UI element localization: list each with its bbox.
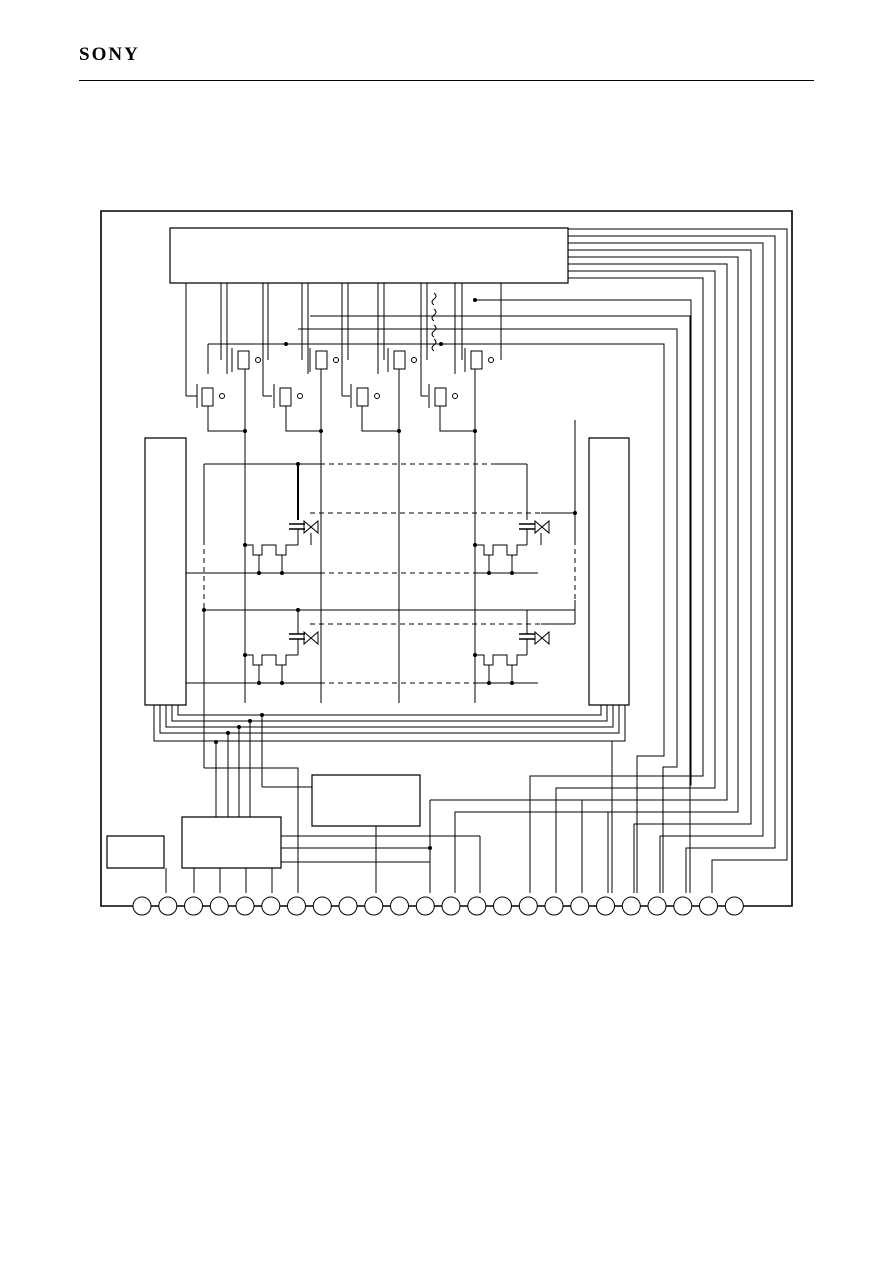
junction-dots bbox=[202, 298, 577, 850]
timing-generator-block bbox=[182, 817, 281, 868]
right-vertical-driver-block bbox=[589, 438, 629, 705]
pin-22 bbox=[674, 897, 692, 915]
pin-23 bbox=[700, 897, 718, 915]
pin-6 bbox=[262, 897, 280, 915]
pin-15 bbox=[494, 897, 512, 915]
pin-2 bbox=[159, 897, 177, 915]
pin-11 bbox=[391, 897, 409, 915]
pin-row bbox=[133, 897, 743, 915]
driver-bus-lines bbox=[154, 705, 625, 893]
pin-19 bbox=[597, 897, 615, 915]
switch-transistors-bottom bbox=[197, 384, 458, 408]
pin-1 bbox=[133, 897, 151, 915]
signal-line-drops bbox=[208, 369, 475, 703]
control-bus-lines bbox=[530, 229, 787, 893]
pin-8 bbox=[313, 897, 331, 915]
pin-20 bbox=[622, 897, 640, 915]
pin-9 bbox=[339, 897, 357, 915]
chip-boundary bbox=[101, 211, 792, 906]
pin-4 bbox=[210, 897, 228, 915]
sony-logo: SONY bbox=[79, 44, 140, 65]
pin-16 bbox=[519, 897, 537, 915]
pin-14 bbox=[468, 897, 486, 915]
switch-transistors-top bbox=[208, 344, 494, 374]
pin-5 bbox=[236, 897, 254, 915]
pixel-cells bbox=[245, 521, 549, 683]
pin-10 bbox=[365, 897, 383, 915]
small-left-block bbox=[107, 836, 164, 868]
tg-pin-lines bbox=[194, 868, 272, 893]
pixel-array bbox=[186, 420, 575, 768]
center-block bbox=[312, 775, 420, 826]
pin-13 bbox=[442, 897, 460, 915]
switch-drive-lines bbox=[286, 300, 691, 893]
pin-12 bbox=[416, 897, 434, 915]
pin-17 bbox=[545, 897, 563, 915]
pin-21 bbox=[648, 897, 666, 915]
h-block-signal-lines bbox=[186, 283, 501, 396]
header-rule bbox=[79, 80, 814, 81]
pin-18 bbox=[571, 897, 589, 915]
timing-lines bbox=[166, 715, 610, 893]
left-vertical-driver-block bbox=[145, 438, 186, 705]
pin-24 bbox=[725, 897, 743, 915]
resistor-symbols bbox=[432, 293, 436, 351]
horizontal-driver-block bbox=[170, 228, 568, 283]
pin-3 bbox=[185, 897, 203, 915]
pin-7 bbox=[288, 897, 306, 915]
